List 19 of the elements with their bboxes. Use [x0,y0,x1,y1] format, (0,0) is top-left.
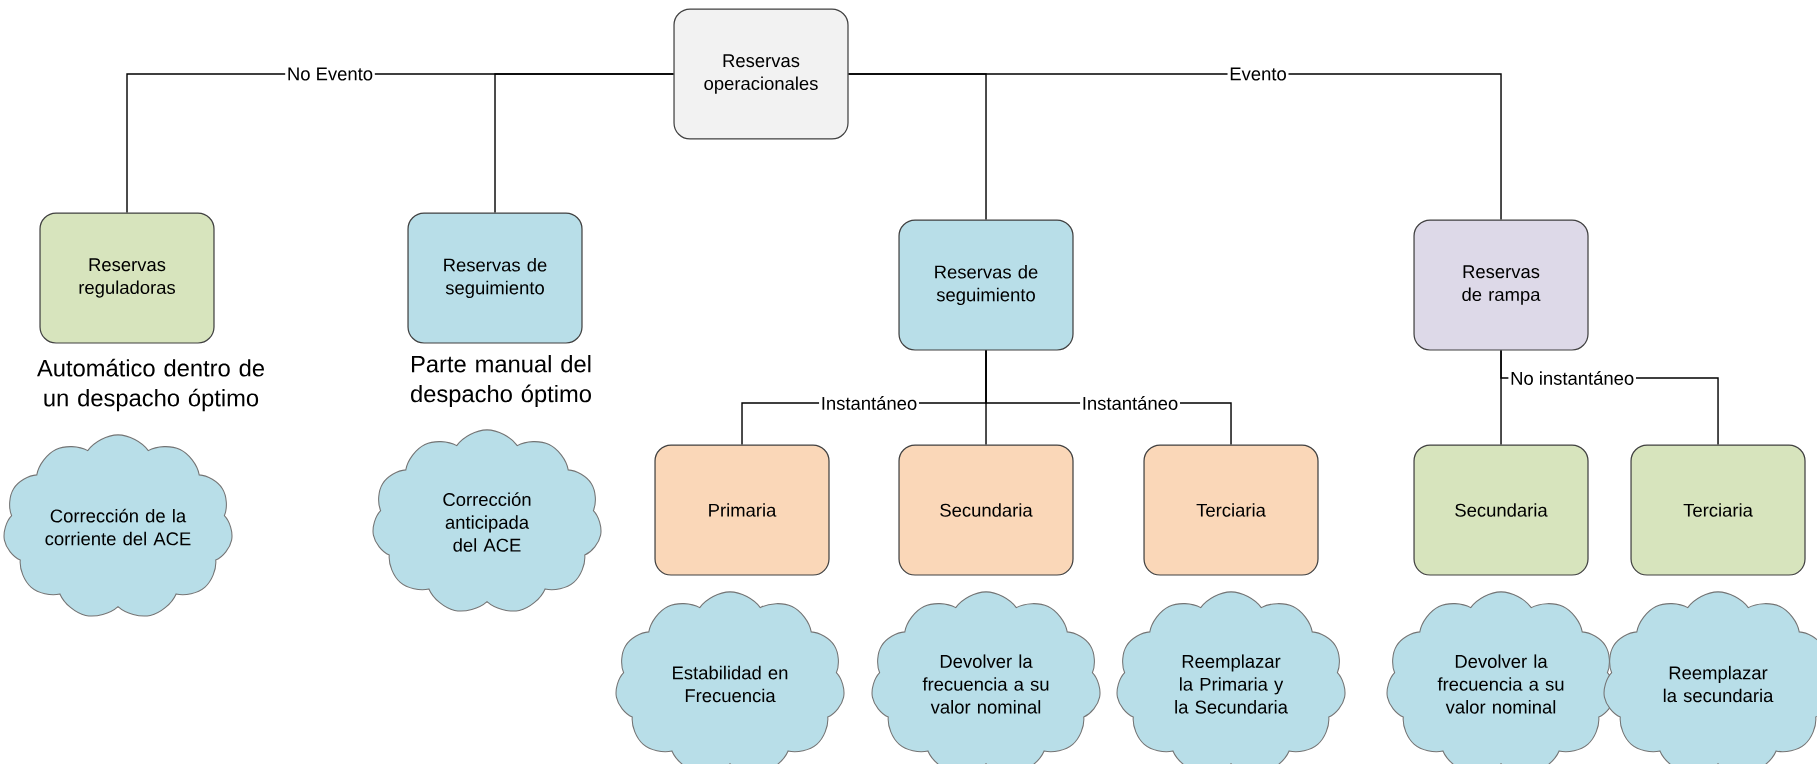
process-box: Secundaria [1413,444,1589,576]
edge-label: No Evento [285,65,375,83]
process-box: Secundaria [898,444,1074,576]
process-box: Reservas de rampa [1413,219,1589,351]
connector-line [847,73,1502,221]
connector-line [494,73,675,214]
process-box: Reservas de seguimiento [898,219,1074,351]
process-box: Terciaria [1143,444,1319,576]
process-box: Reservas operacionales [673,8,849,140]
process-box: Reservas de seguimiento [407,212,583,344]
edge-label: No instantáneo [1508,369,1636,387]
caption-text: Parte manual del despacho óptimo [411,355,591,407]
edge-label: Evento [1227,65,1289,83]
edge-label: Instantáneo [1080,394,1180,412]
process-box: Primaria [654,444,830,576]
caption-text: Automático dentro de un despacho óptimo [37,358,264,412]
process-box: Reservas reguladoras [39,212,215,344]
edge-label: Instantáneo [819,394,919,412]
process-box: Terciaria [1630,444,1806,576]
